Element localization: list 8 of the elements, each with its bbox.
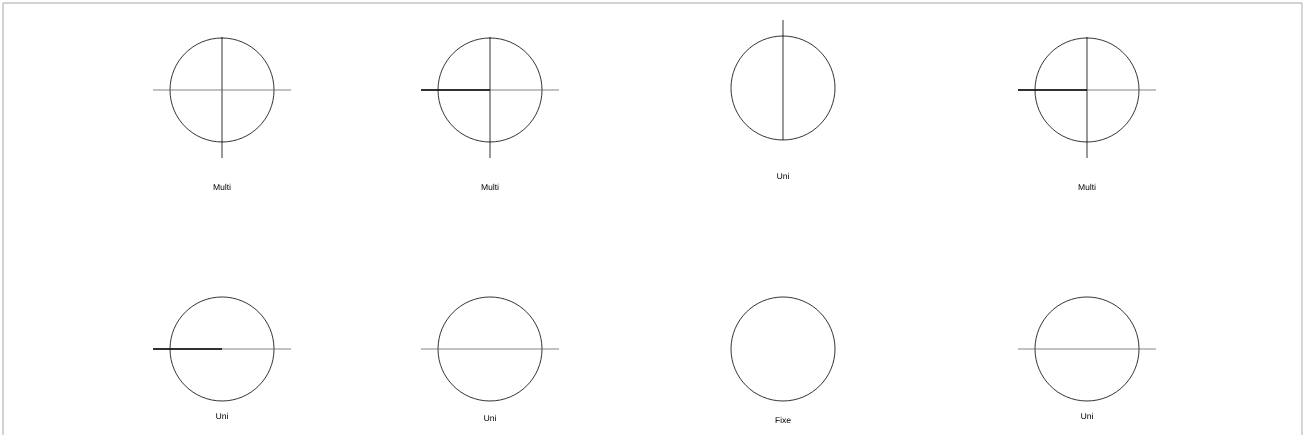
symbol-label: Multi [213,183,231,191]
symbol-label: Uni [484,414,496,422]
symbol-label: Uni [1081,412,1093,420]
symbol-label: Uni [216,412,228,420]
symbol-label: Multi [481,183,499,191]
symbol-label: Multi [1078,183,1096,191]
symbol-label: Uni [777,172,789,180]
symbol-label: Fixe [775,416,791,424]
